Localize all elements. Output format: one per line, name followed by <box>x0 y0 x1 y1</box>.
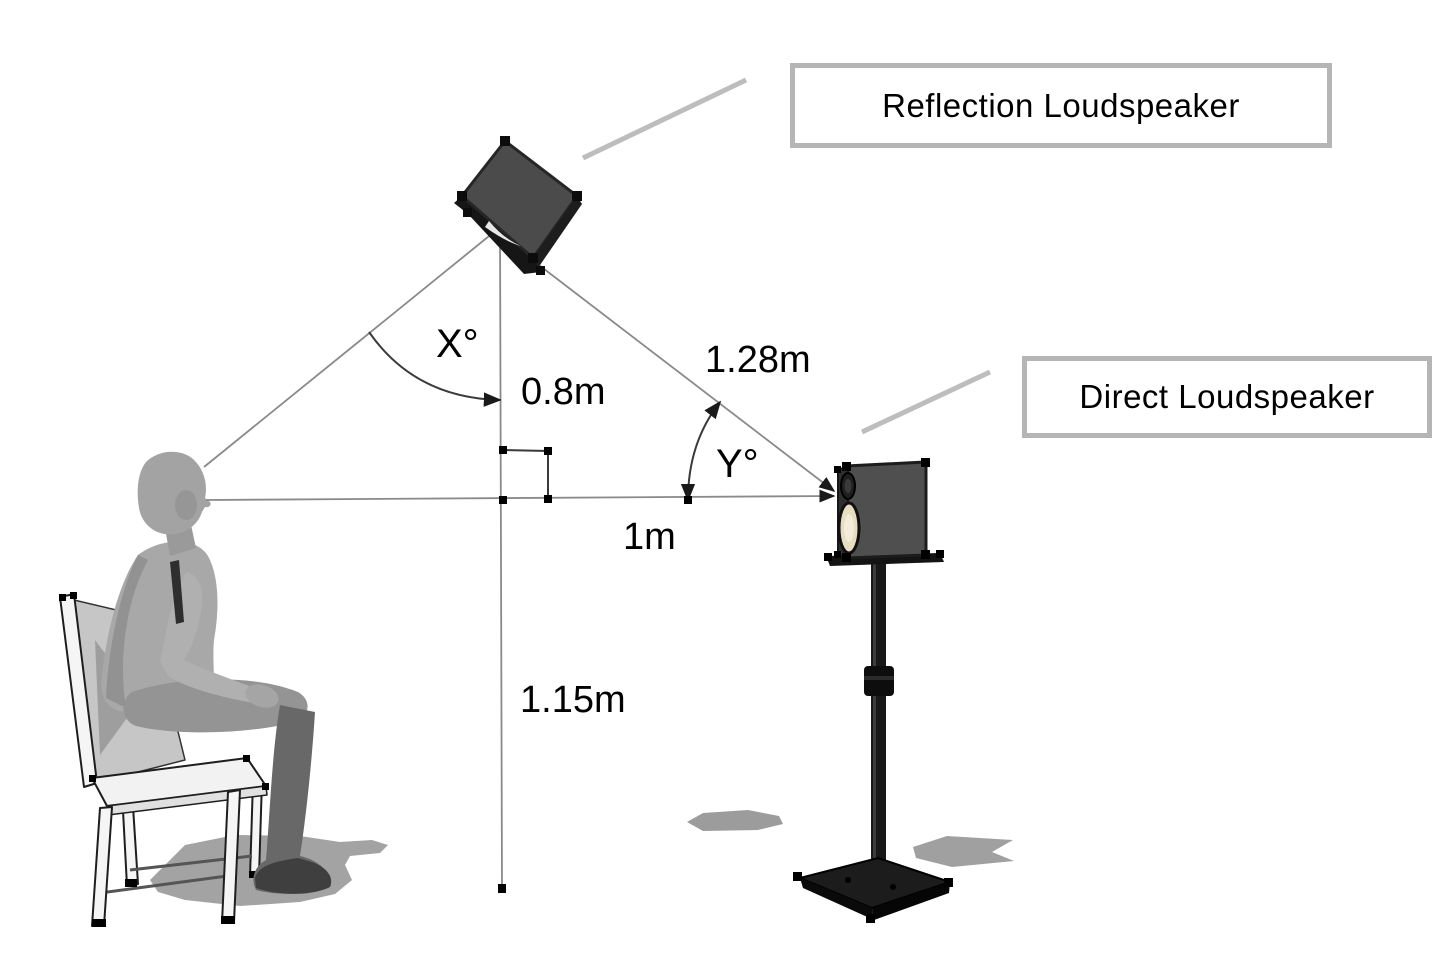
line-vertical-drop <box>499 227 503 891</box>
stand-collar-ridge <box>864 676 894 680</box>
triangle-lines <box>203 227 836 891</box>
reflection-callout: Reflection Loudspeaker <box>790 63 1332 148</box>
stand-collar <box>864 666 894 696</box>
right-angle-marker <box>502 449 549 499</box>
listener-face-shading <box>175 490 197 520</box>
callout-leader-lines <box>581 77 992 435</box>
y-angle-arc <box>680 400 722 502</box>
reflection-speaker-port-highlight <box>485 221 521 246</box>
stand-base-edge-right <box>872 882 950 920</box>
x-angle-arc <box>368 331 502 407</box>
x-angle-label: X° <box>436 322 479 366</box>
chair-brace-front <box>99 874 228 895</box>
listener-shoe <box>255 858 332 894</box>
stand-base-bolts <box>793 872 953 923</box>
shadow-hexagon-right <box>913 836 1014 867</box>
reflection-speaker-corner-knobs <box>457 136 582 275</box>
reflection-leader-line <box>581 77 748 161</box>
chair-leg-front-left <box>91 806 113 927</box>
direct-loudspeaker <box>824 458 944 566</box>
listener-shirt-stripe <box>170 560 184 624</box>
horizontal-distance-label: 1m <box>623 516 676 558</box>
direct-speaker-corner-dots <box>824 458 944 562</box>
listener-figure <box>101 451 332 894</box>
reflection-loudspeaker <box>454 136 582 275</box>
ear-height-label: 1.15m <box>520 679 626 721</box>
listener-back-shading <box>106 555 148 708</box>
shadow-hexagon-left <box>687 810 783 831</box>
direct-leader-line <box>860 369 992 435</box>
y-angle-label: Y° <box>716 442 759 486</box>
line-ear-to-reflection <box>203 227 500 468</box>
listener-hand <box>245 684 279 708</box>
line-horizontal-ear-to-speaker <box>205 489 836 503</box>
stand-base-edge-left <box>800 878 874 920</box>
speaker-stand <box>793 563 954 923</box>
direct-callout: Direct Loudspeaker <box>1022 356 1432 438</box>
vertical-offset-label: 0.8m <box>521 371 606 413</box>
vertex-dots <box>498 446 692 893</box>
listener-arm <box>160 572 261 703</box>
listener-head <box>137 451 211 535</box>
direct-speaker-tweeter-dome <box>844 479 852 493</box>
listener-lower-leg <box>253 705 331 894</box>
reflection-speaker-right-edge <box>533 196 582 268</box>
reflection-path-label: 1.28m <box>705 339 811 381</box>
reflection-speaker-top-face <box>460 139 579 260</box>
line-reflection-to-speaker <box>534 261 836 492</box>
direct-speaker-woofer-cone <box>844 514 854 542</box>
angle-annotations <box>368 331 722 893</box>
stand-pole-highlight <box>873 563 876 873</box>
reflection-callout-label: Reflection Loudspeaker <box>882 86 1240 124</box>
direct-callout-label: Direct Loudspeaker <box>1079 378 1375 415</box>
